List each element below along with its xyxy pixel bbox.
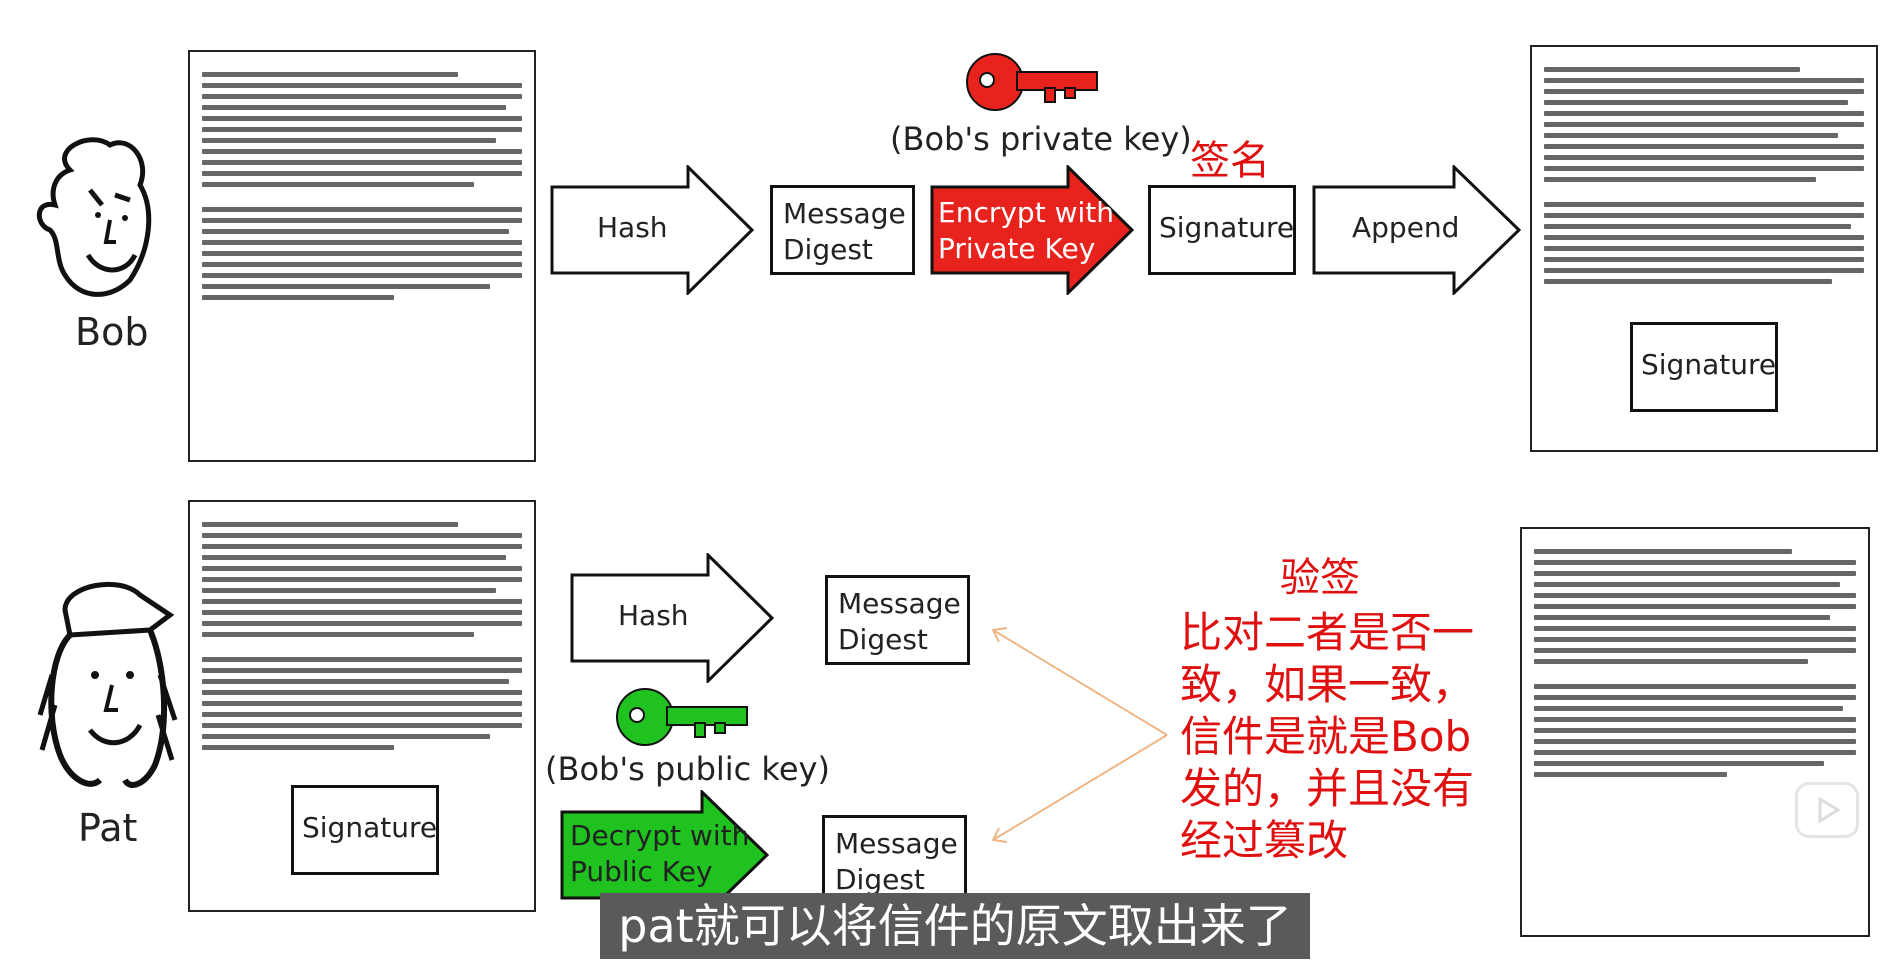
bob-face-icon	[36, 137, 152, 297]
play-button[interactable]	[1795, 782, 1859, 838]
append-label: Append	[1352, 211, 1460, 244]
verify-cn-label: 验签	[1280, 555, 1360, 601]
hash-label-bottom: Hash	[618, 599, 689, 632]
signature-box-top: Signature	[1148, 185, 1296, 275]
private-key-label: (Bob's private key)	[890, 120, 1192, 158]
bob-label: Bob	[75, 310, 149, 354]
hash-arrow-top	[550, 165, 755, 295]
play-icon	[1818, 796, 1841, 824]
pat-signature-text: Signature	[302, 811, 438, 844]
hash-arrow-bottom	[570, 553, 775, 683]
append-arrow	[1312, 165, 1522, 295]
signature-text-top: Signature	[1159, 211, 1295, 244]
message-digest-box-top: Message Digest	[770, 185, 915, 275]
message-digest-box-upper: Message Digest	[825, 575, 970, 665]
encrypt-label: Encrypt with Private Key	[938, 196, 1114, 265]
message-digest-text-top: Message Digest	[783, 197, 906, 266]
decrypt-arrow	[560, 790, 770, 920]
message-digest-box-lower: Message Digest	[822, 815, 967, 905]
message-digest-text-upper: Message Digest	[838, 587, 961, 656]
message-digest-text-lower: Message Digest	[835, 827, 958, 896]
red-key-icon	[966, 53, 1098, 111]
pat-face-icon	[37, 581, 178, 788]
hash-label-top: Hash	[597, 211, 668, 244]
pat-label: Pat	[78, 806, 138, 850]
green-key-icon	[616, 688, 748, 746]
comparison-connector	[991, 627, 1168, 843]
sign-cn-label: 签名	[1190, 138, 1270, 184]
video-subtitle: pat就可以将信件的原文取出来了	[600, 893, 1310, 959]
encrypt-arrow	[930, 165, 1135, 295]
public-key-label: (Bob's public key)	[545, 750, 830, 788]
appended-signature-text: Signature	[1641, 348, 1777, 381]
recovered-document	[1520, 527, 1870, 937]
appended-signature-box: Signature	[1630, 322, 1778, 412]
comparison-note: 比对二者是否一致，如果一致，信件是就是Bob发的，并且没有经过篡改	[1180, 608, 1475, 865]
pat-signature-box: Signature	[291, 785, 439, 875]
decrypt-label: Decrypt with Public Key	[570, 819, 750, 888]
bob-document	[188, 50, 536, 462]
